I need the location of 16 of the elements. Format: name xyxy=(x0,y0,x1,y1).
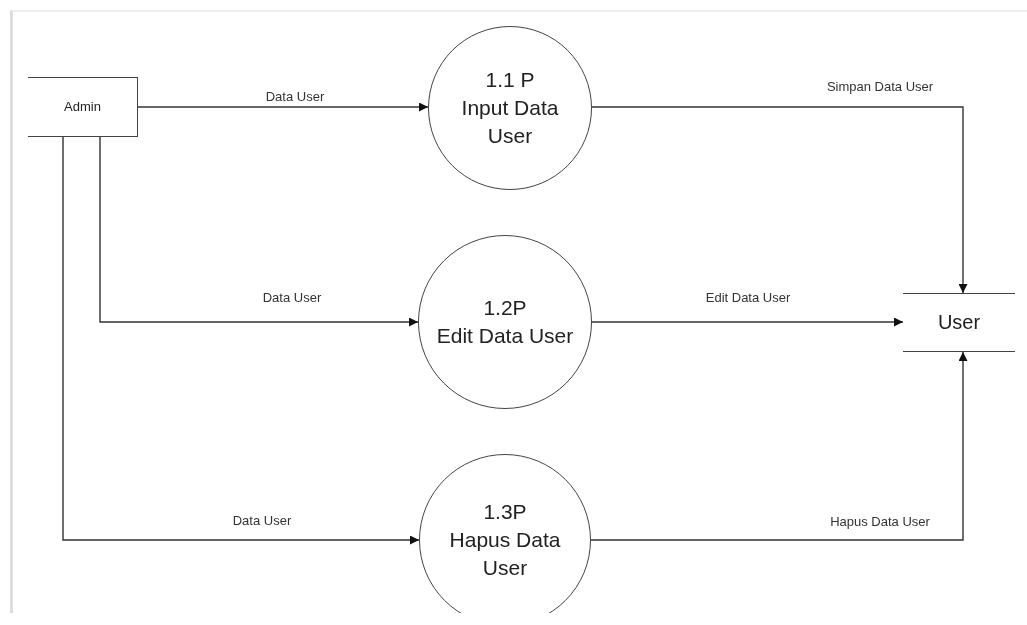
node-label: Edit Data User xyxy=(435,323,575,349)
process-number: 1.1 P xyxy=(484,67,536,93)
node-label: Input Data User xyxy=(460,95,560,149)
node-label: Admin xyxy=(63,98,102,116)
external-entity-box xyxy=(28,77,138,137)
node-label: Hapus Data User xyxy=(448,527,562,581)
arrow xyxy=(590,351,968,541)
arrow xyxy=(99,136,419,327)
data-store xyxy=(903,293,1015,352)
arrow xyxy=(591,106,968,294)
arrow xyxy=(137,102,429,112)
arrow xyxy=(591,317,904,327)
node-label: User xyxy=(936,310,982,335)
process-number: 1.3P xyxy=(482,499,528,525)
process-number: 1.2P xyxy=(482,295,528,321)
arrow xyxy=(62,136,420,545)
